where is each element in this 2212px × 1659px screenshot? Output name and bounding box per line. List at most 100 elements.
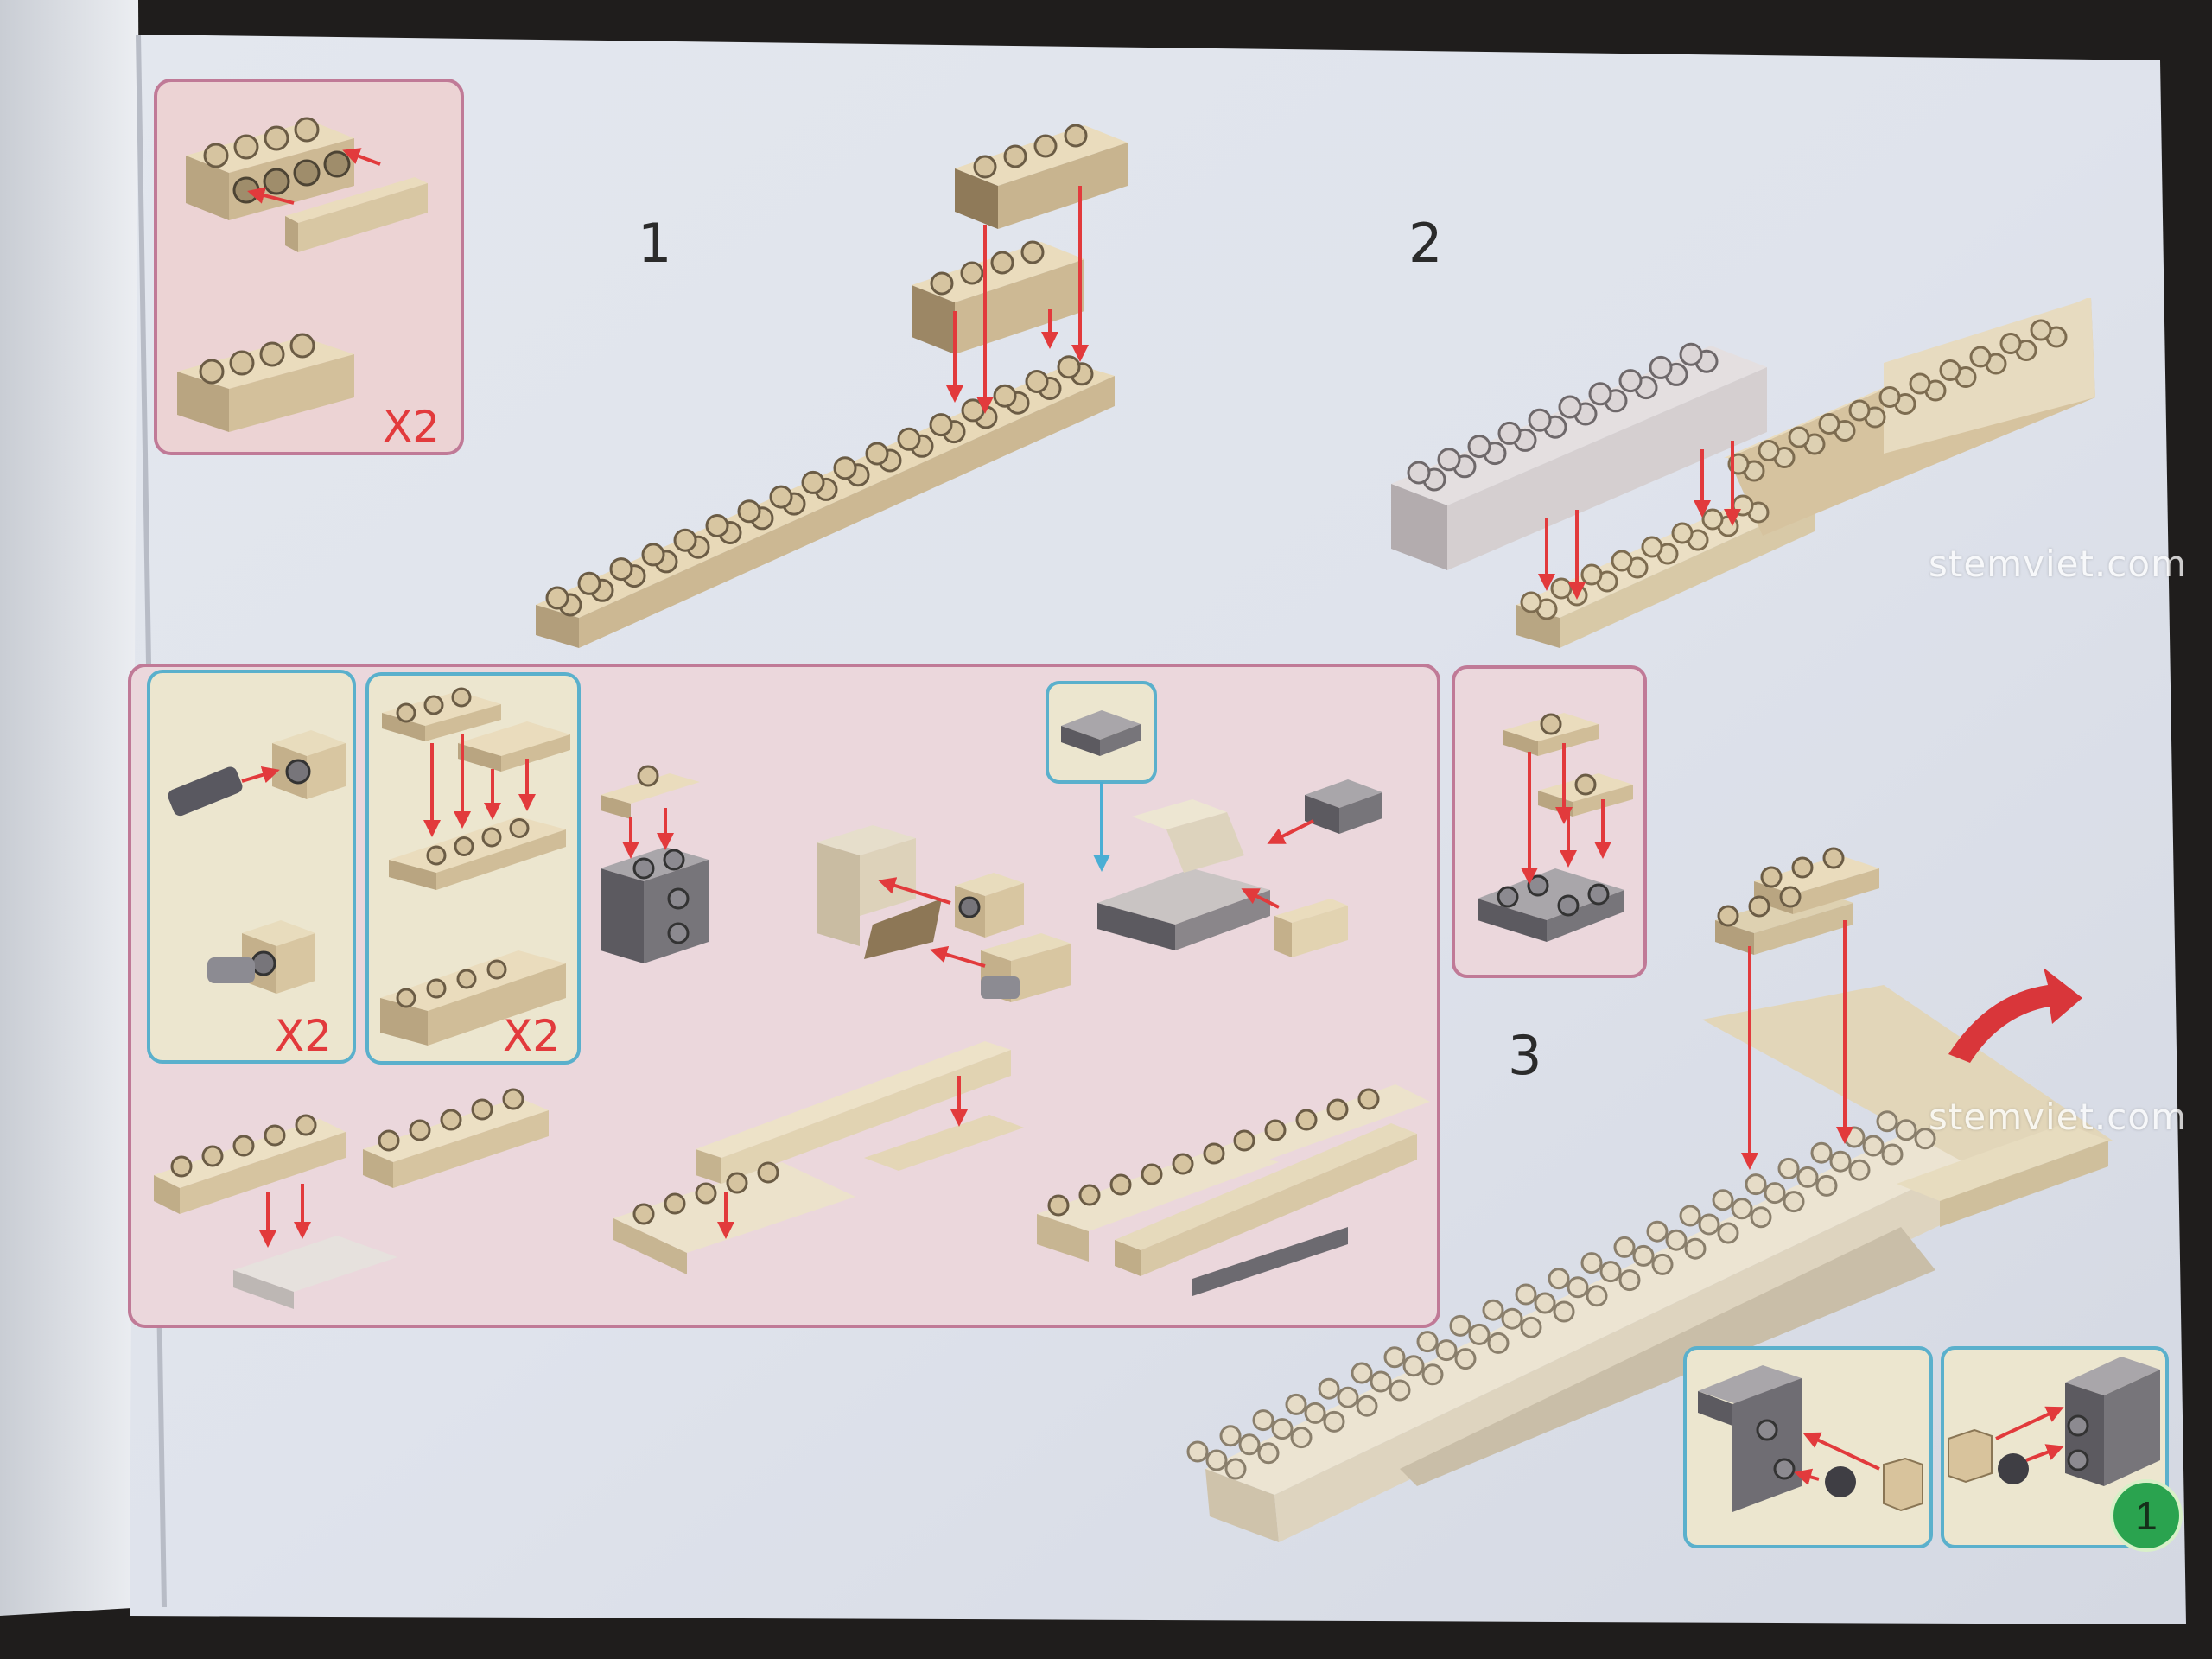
- stud: [1437, 448, 1461, 472]
- stud: [705, 514, 729, 537]
- brick-1x4-tan-result: [177, 333, 354, 432]
- wing-subassembly-c: [1037, 1084, 1430, 1296]
- stud: [609, 557, 633, 582]
- stud: [1779, 886, 1802, 908]
- step3-wing: [1702, 985, 2113, 1227]
- stud: [509, 818, 530, 838]
- stud: [1389, 1379, 1411, 1402]
- stud: [1777, 1157, 1800, 1179]
- arrow: [247, 187, 295, 205]
- stud: [1318, 1377, 1340, 1400]
- stud: [1618, 1269, 1641, 1292]
- stud: [545, 586, 569, 610]
- stud: [1337, 1386, 1359, 1408]
- stud: [1421, 1363, 1444, 1386]
- stud: [1588, 382, 1612, 406]
- stud: [1454, 1348, 1477, 1370]
- stud: [1534, 1292, 1556, 1314]
- dark-plate-2x2-assembly: [1478, 713, 1633, 942]
- dark-plate-small: [1061, 710, 1141, 756]
- stud: [1172, 1153, 1194, 1175]
- stud: [1848, 399, 1871, 422]
- stud: [1487, 1332, 1510, 1354]
- stud: [1435, 1339, 1458, 1362]
- stud: [1323, 1410, 1345, 1433]
- stud: [1203, 1142, 1225, 1165]
- sub-b-studs: [396, 687, 530, 1008]
- stud: [396, 702, 416, 723]
- stud: [1550, 577, 1573, 600]
- stud: [1295, 1109, 1318, 1131]
- stud: [1881, 1143, 1904, 1166]
- stud: [1611, 550, 1633, 572]
- stud: [1818, 413, 1840, 435]
- stud: [1665, 1229, 1688, 1251]
- stud: [577, 571, 601, 595]
- stud: [673, 528, 697, 552]
- stud: [1520, 1316, 1542, 1338]
- stud: [1717, 1222, 1739, 1244]
- stud: [1679, 1205, 1701, 1227]
- stud: [1402, 1355, 1425, 1377]
- stud: [454, 836, 474, 856]
- stud: [1848, 1159, 1871, 1181]
- stud: [1257, 1442, 1280, 1465]
- stud: [1025, 370, 1049, 393]
- stud: [1224, 1458, 1247, 1480]
- stud: [1651, 1253, 1674, 1275]
- stud: [757, 1161, 779, 1184]
- stud: [1717, 905, 1739, 927]
- stud: [1646, 1220, 1669, 1243]
- stud: [1370, 1370, 1392, 1393]
- stud: [1758, 440, 1780, 461]
- stud: [865, 442, 889, 466]
- stud: [641, 543, 665, 567]
- stud: [1939, 359, 1961, 381]
- stud: [1252, 1409, 1274, 1432]
- stud: [426, 845, 447, 866]
- stud: [1515, 1283, 1537, 1306]
- stud: [1712, 1189, 1734, 1211]
- stud: [1748, 895, 1770, 918]
- stud: [833, 456, 857, 480]
- step1-brick-upper: [955, 124, 1128, 229]
- stud: [1141, 1163, 1163, 1185]
- watermark-top: stemviet.com: [1929, 543, 2187, 585]
- stud: [1613, 1236, 1636, 1258]
- watermark-mid: stemviet.com: [1929, 1096, 2187, 1138]
- stud: [1528, 408, 1552, 432]
- quantity-label-sub-a: X2: [275, 1011, 333, 1061]
- stud: [1580, 563, 1603, 586]
- stud: [1271, 1418, 1294, 1440]
- stud: [423, 695, 444, 715]
- stud: [695, 1182, 717, 1205]
- stud: [929, 413, 953, 437]
- stud: [1468, 1323, 1491, 1345]
- stud: [961, 398, 985, 423]
- stud: [632, 1203, 655, 1225]
- stud: [409, 1119, 431, 1141]
- stud: [2030, 319, 2052, 341]
- stud: [1684, 1237, 1707, 1260]
- wing-subassembly-b: [613, 1041, 1024, 1274]
- stud: [993, 384, 1017, 408]
- bracket-pin-assembly-b: [1948, 1357, 2160, 1486]
- stud: [1553, 1300, 1575, 1323]
- stud: [1760, 866, 1783, 888]
- stud: [1383, 1346, 1406, 1369]
- stud: [1679, 342, 1703, 366]
- stud: [1449, 1314, 1471, 1337]
- stud: [1356, 1395, 1378, 1417]
- stud: [1520, 591, 1542, 613]
- stud: [1558, 395, 1582, 419]
- step3-fuselage: [1205, 1115, 2018, 1542]
- stud: [471, 1098, 493, 1121]
- stud: [1407, 461, 1431, 485]
- stud: [1599, 1261, 1622, 1283]
- stud: [801, 470, 825, 494]
- stud: [1482, 1299, 1504, 1321]
- bottom-row-studs: [170, 1088, 1380, 1225]
- stud: [1914, 1128, 1936, 1150]
